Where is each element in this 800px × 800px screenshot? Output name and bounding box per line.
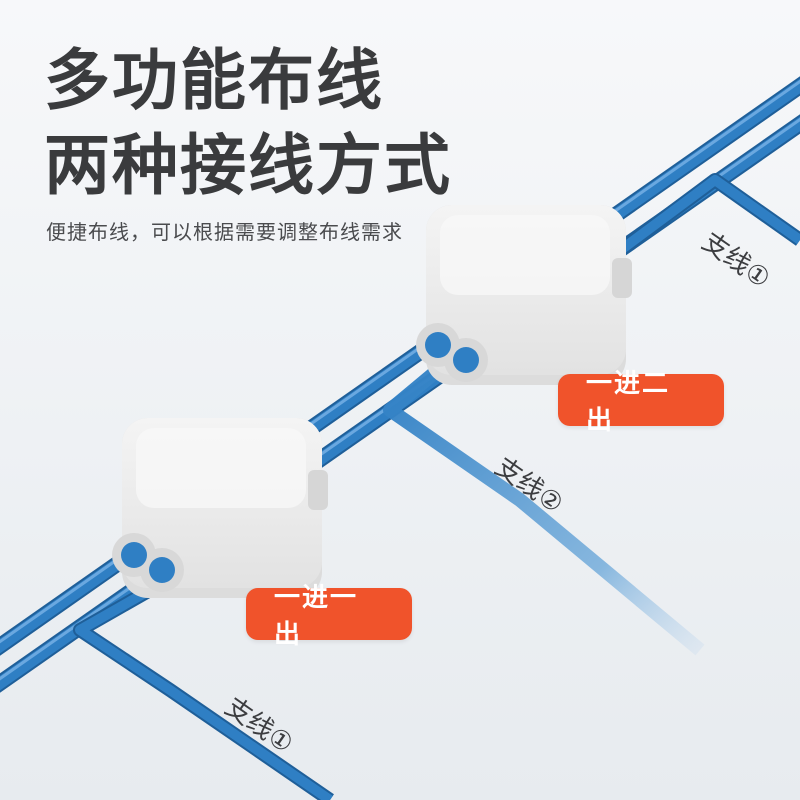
branch-wire-1	[605, 173, 800, 264]
branch-wire-2	[383, 354, 705, 656]
badge-one-in-one-out: 一进一出	[246, 583, 412, 650]
headline-line-1: 多功能布线	[44, 42, 384, 119]
branch-wire-3	[73, 583, 334, 800]
headline-line-2: 两种接线方式	[44, 127, 452, 204]
connector-bottom	[112, 418, 328, 598]
badge-one-in-two-out: 一进二出	[558, 369, 724, 436]
subtitle: 便捷布线，可以根据需要调整布线需求	[46, 220, 403, 244]
connector-top	[416, 205, 632, 385]
